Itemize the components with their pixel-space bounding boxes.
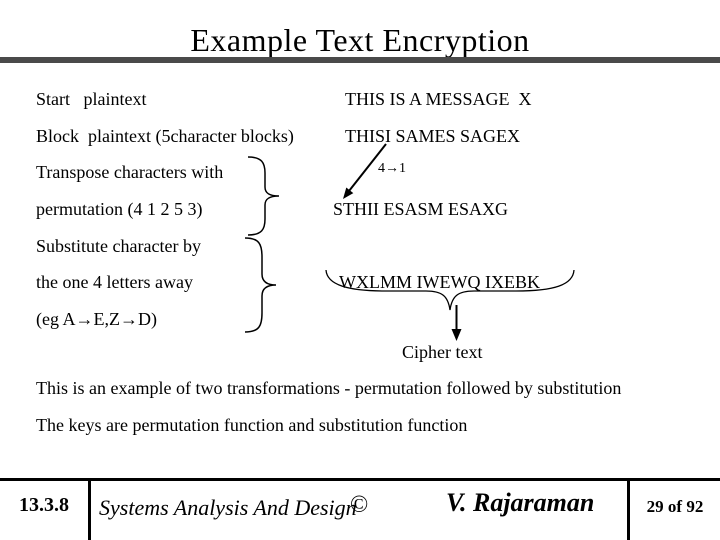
result-plaintext: THIS IS A MESSAGE X (345, 89, 532, 109)
permutation-mapping-label: 4→1 (378, 161, 406, 176)
footer-rule (0, 478, 720, 481)
step-example-label: (eg A→E,Z→D) (36, 309, 157, 329)
cipher-text-label: Cipher text (402, 342, 483, 362)
footer-divider-right (627, 478, 630, 540)
note-keys: The keys are permutation function and su… (36, 415, 468, 435)
down-arrow-icon (451, 305, 462, 341)
cipher-underbrace-icon (325, 269, 575, 311)
course-title: Systems Analysis And Design (99, 495, 357, 520)
step-permutation-label: permutation (4 1 2 5 3) (36, 199, 203, 219)
title-rule (0, 57, 720, 63)
diagonal-arrow-icon (343, 143, 387, 199)
section-number: 13.3.8 (19, 494, 69, 516)
result-substituted: WXLMM IWEWQ IXEBK (339, 272, 540, 292)
note-transformations: This is an example of two transformation… (36, 378, 622, 398)
step-block-label: Block plaintext (5character blocks) (36, 126, 294, 146)
step-start-label: Start plaintext (36, 89, 147, 109)
step-substitute-label: Substitute character by (36, 236, 201, 256)
step-transpose-label: Transpose characters with (36, 162, 224, 182)
page-number: 29 of 92 (646, 497, 704, 516)
step-letters-label: the one 4 letters away (36, 272, 193, 292)
footer-divider-left (88, 478, 91, 540)
author-name: V. Rajaraman (446, 488, 595, 517)
result-transposed: STHII ESASM ESAXG (333, 199, 509, 219)
substitute-brace-icon (244, 237, 277, 333)
copyright-symbol: © (350, 492, 369, 518)
transpose-brace-icon (247, 156, 280, 236)
page-title: Example Text Encryption (190, 22, 530, 58)
result-blocked: THISI SAMES SAGEX (345, 126, 521, 146)
